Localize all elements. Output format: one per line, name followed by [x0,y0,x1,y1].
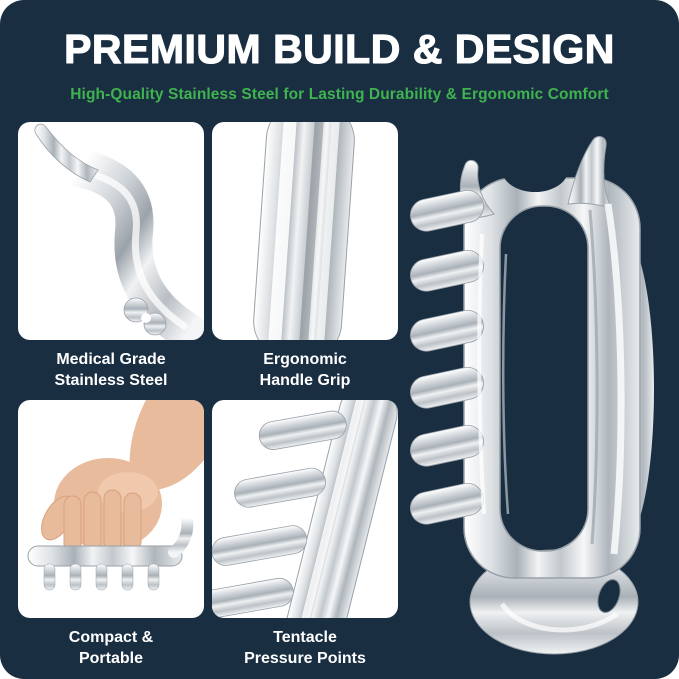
handle-grip-illustration [253,122,355,340]
page-title: PREMIUM BUILD & DESIGN [64,25,615,72]
tool-right-claw [567,136,612,209]
feature-caption-compact-portable: Compact & Portable [68,629,154,668]
feature-tentacle-points: Tentacle Pressure Points [212,400,398,669]
photo-steel-claw-closeup [18,122,204,340]
photo-hand-holding-tool [18,400,204,618]
photo-handle-grip-closeup [212,122,398,340]
photo-tentacle-points-closeup [212,400,398,618]
massage-tool-illustration [410,136,654,655]
feature-caption-medical-grade: Medical Grade Stainless Steel [54,351,168,390]
feature-ergonomic-grip: Ergonomic Handle Grip [212,122,398,391]
product-photo-main [402,134,670,658]
tool-tentacle-points [410,190,484,525]
feature-compact-portable: Compact & Portable [18,400,204,669]
feature-caption-tentacle-points: Tentacle Pressure Points [244,629,366,668]
page-subtitle: High-Quality Stainless Steel for Lasting… [70,86,609,103]
feature-medical-grade: Medical Grade Stainless Steel [18,122,204,391]
steel-claw-illustration [34,123,204,340]
tool-saddle-notch [502,148,568,192]
feature-caption-ergonomic-grip: Ergonomic Handle Grip [259,351,351,390]
tool-bottom-hole [597,579,621,613]
hand-holding-tool-illustration [27,400,204,591]
tentacle-points-illustration [212,400,398,618]
